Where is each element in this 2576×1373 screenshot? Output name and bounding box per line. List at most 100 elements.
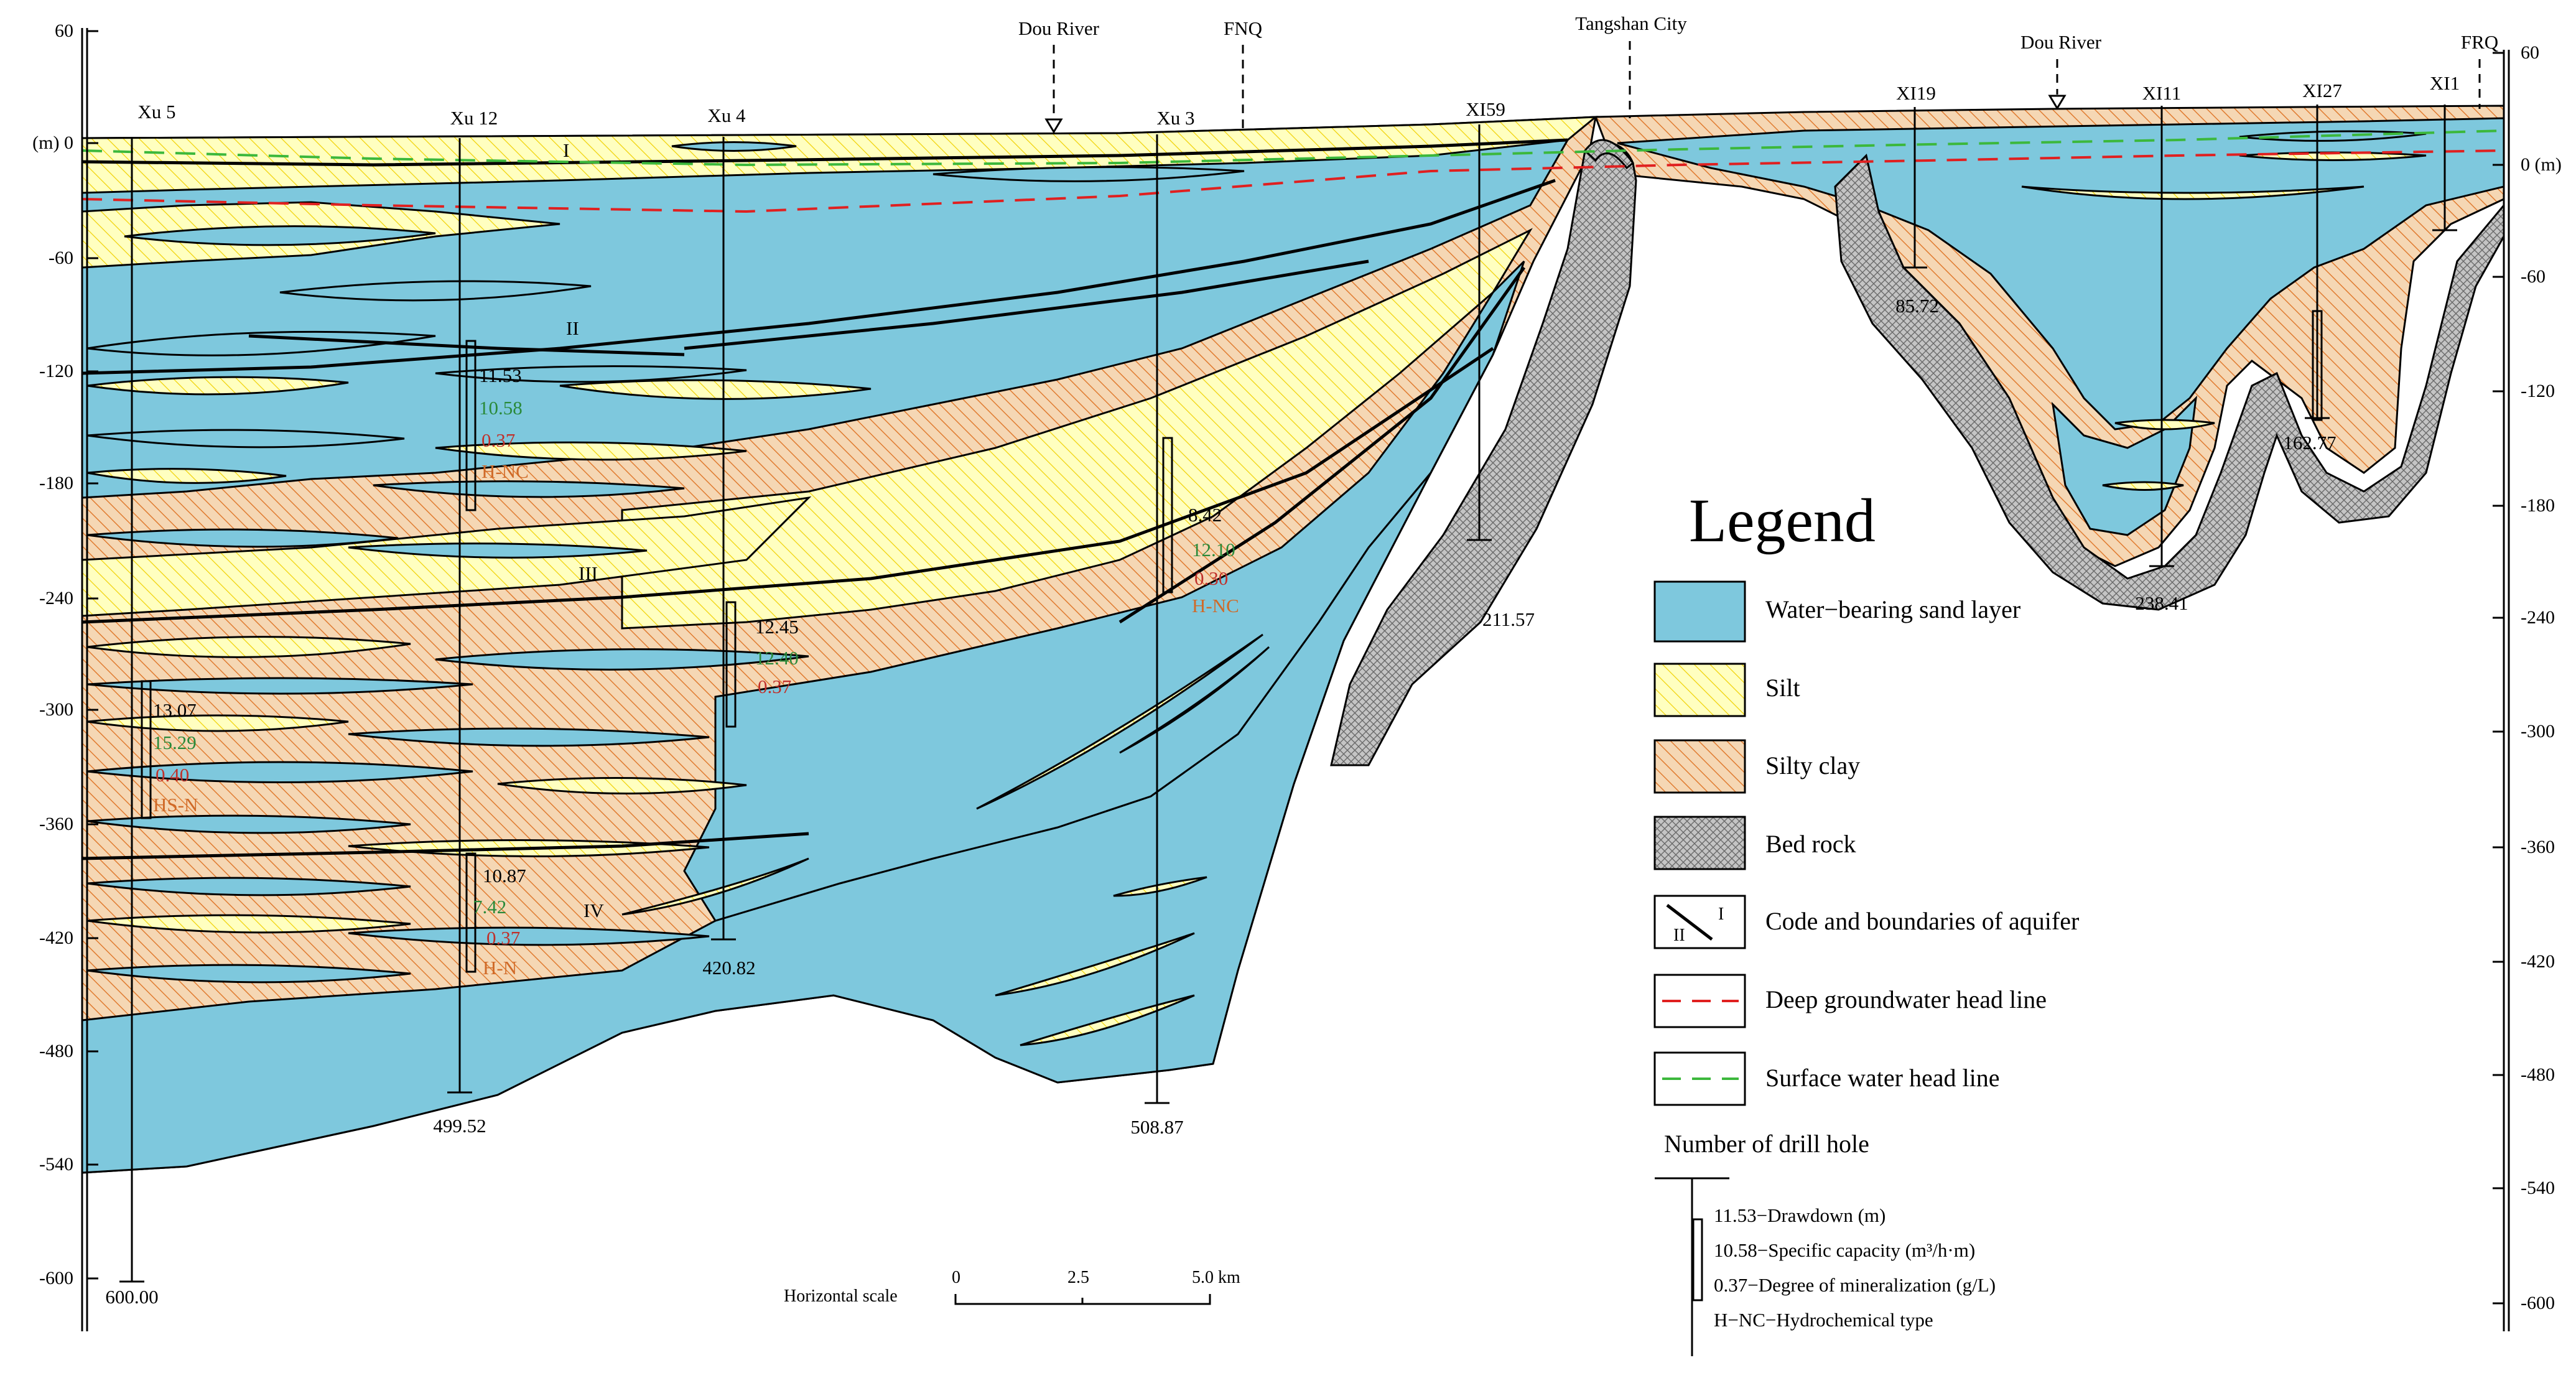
right-tick: -120 — [2521, 381, 2555, 401]
well-hydrochemical-type: H-NC — [1192, 595, 1239, 617]
well-drawdown: 10.87 — [483, 865, 526, 887]
right-tick: -300 — [2521, 721, 2555, 742]
aquifer-code: I — [563, 139, 569, 161]
legend-label: Code and boundaries of aquifer — [1765, 907, 2079, 935]
legend-label: Silty clay — [1765, 752, 1860, 780]
well-name: Xu 12 — [450, 107, 498, 129]
well-specific-capacity: 12.10 — [1192, 539, 1235, 561]
left-tick: -300 — [39, 699, 73, 720]
legend-drill-line: 11.53−Drawdown (m) — [1714, 1204, 1886, 1226]
left-tick: -360 — [39, 814, 73, 834]
aquifer-code: III — [579, 562, 598, 584]
dou-river-label: Dou River — [2020, 31, 2102, 53]
well-depth: 211.57 — [1482, 608, 1535, 630]
well-specific-capacity: 7.42 — [473, 896, 506, 918]
horizontal-scale: Horizontal scale 0 2.5 5.0 km — [784, 1268, 1240, 1306]
legend-drill-line: 0.37−Degree of mineralization (g/L) — [1714, 1274, 1996, 1296]
scale-tick: 2.5 — [1067, 1268, 1089, 1287]
well-depth: 238.41 — [2135, 592, 2188, 614]
fnq-label: FNQ — [1224, 17, 1262, 39]
well-hydrochemical-type: HS-N — [153, 794, 198, 816]
deep-groundwater-head-line — [81, 149, 2504, 213]
right-tick: -240 — [2521, 607, 2555, 628]
aquifer-code: IV — [584, 900, 604, 921]
silt-wedge-diagonal — [621, 228, 1533, 630]
well-hydrochemical-type: H-N — [483, 957, 517, 979]
well-specific-capacity: 10.58 — [479, 397, 523, 419]
well-specific-capacity: 12.40 — [755, 647, 799, 669]
bedrock-tangshan-arch — [1583, 139, 1635, 170]
sand-region-middle — [683, 260, 1525, 922]
well-name: XI27 — [2302, 80, 2342, 101]
left-tick: -60 — [49, 248, 73, 268]
well-mineralization: 0.37 — [486, 927, 520, 949]
well-name: XI59 — [1466, 98, 1505, 120]
well-mineralization: 0.37 — [758, 676, 791, 697]
legend-swatch-silty-clay — [1653, 739, 1746, 794]
well-name: Xu 5 — [137, 101, 175, 123]
river-marker-icon — [2048, 95, 2067, 110]
sediment-lenses — [86, 141, 1270, 1046]
legend-code: II — [1673, 926, 1685, 945]
left-tick: 60 — [55, 21, 73, 41]
well-depth: 162.77 — [2283, 432, 2336, 454]
well-specific-capacity: 15.29 — [153, 732, 197, 753]
left-tick: -120 — [39, 361, 73, 381]
legend-drill-line: 10.58−Specific capacity (m³/h·m) — [1714, 1239, 1975, 1261]
well-drawdown: 11.53 — [479, 365, 522, 386]
well-name: XI19 — [1896, 82, 1936, 104]
well-depth: 85.72 — [1895, 295, 1939, 317]
surface-water-head-line — [81, 129, 2504, 167]
legend-title: Legend — [1689, 486, 1876, 555]
right-tick: 60 — [2521, 42, 2539, 63]
left-axis-unit: (m) 0 — [32, 133, 73, 153]
well-name: Xu 4 — [707, 105, 746, 126]
well-name: Xu 3 — [1156, 107, 1194, 129]
left-tick: -480 — [39, 1041, 73, 1061]
left-axis: 60 (m) 0 -60 -120 -180 -240 -300 -360 -4… — [32, 21, 98, 1331]
east-basin-deep-sand — [2051, 395, 2198, 536]
legend-swatch-silt — [1653, 663, 1746, 717]
legend-swatch-sand — [1653, 580, 1746, 643]
scale-tick: 0 — [952, 1268, 960, 1287]
well-mineralization: 0.37 — [481, 429, 515, 451]
legend-code: I — [1718, 905, 1724, 924]
right-tick: -60 — [2521, 266, 2546, 287]
section-body — [81, 105, 2505, 1174]
well-mineralization: 0.40 — [156, 764, 189, 786]
legend-swatch-aquifer-code — [1653, 895, 1746, 949]
dou-river-label: Dou River — [1018, 17, 1100, 39]
well-depth: 600.00 — [105, 1286, 158, 1308]
right-axis-unit: 0 (m) — [2521, 154, 2562, 175]
east-basin-lenses — [2021, 130, 2427, 491]
well-depth: 508.87 — [1130, 1116, 1183, 1138]
well-drawdown: 8.42 — [1188, 504, 1222, 526]
right-tick: -540 — [2521, 1178, 2555, 1198]
well-depth: 420.82 — [702, 957, 755, 979]
left-tick: -600 — [39, 1268, 73, 1288]
legend-label: Surface water head line — [1765, 1064, 1999, 1092]
right-tick: -480 — [2521, 1064, 2555, 1085]
legend-label: Deep groundwater head line — [1765, 985, 2047, 1013]
well-depth: 499.52 — [433, 1115, 486, 1137]
legend-label: Silt — [1765, 674, 1800, 702]
legend-drill-title: Number of drill hole — [1664, 1130, 1869, 1158]
scale-label: Horizontal scale — [784, 1287, 898, 1306]
drill-holes — [119, 105, 2457, 1283]
well-mineralization: 0.30 — [1194, 567, 1228, 589]
aquifer-code: II — [566, 317, 579, 339]
tangshan-city-label: Tangshan City — [1575, 12, 1687, 34]
well-drawdown: 12.45 — [755, 616, 799, 638]
legend-drill-line: H−NC−Hydrochemical type — [1714, 1309, 1933, 1331]
top-markers: Dou River FNQ Tangshan City Dou River FR… — [1018, 12, 2498, 134]
legend-label: Bed rock — [1765, 830, 1856, 858]
left-tick: -420 — [39, 928, 73, 948]
well-name: XI1 — [2430, 72, 2460, 94]
river-marker-icon — [1044, 118, 1063, 134]
right-tick: -360 — [2521, 837, 2555, 857]
left-tick: -240 — [39, 588, 73, 608]
legend-swatch-bedrock — [1653, 816, 1746, 870]
right-tick: -180 — [2521, 495, 2555, 516]
legend: Legend Water−bearing sand layer Silt Sil… — [1653, 486, 2079, 1356]
